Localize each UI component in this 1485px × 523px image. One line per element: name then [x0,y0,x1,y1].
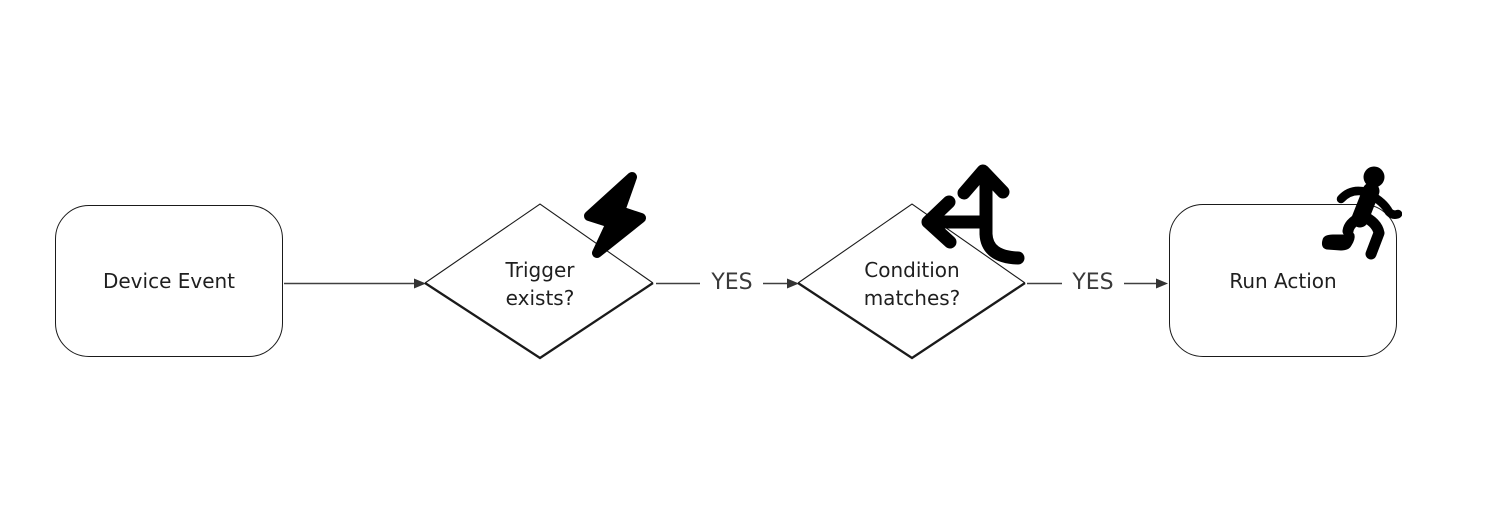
running-person-icon [1321,166,1402,260]
node-run-action: Run Action [1169,204,1397,357]
diamond-label-trigger-exists: Trigger exists? [505,258,575,310]
diamond-trigger-exists [424,203,654,360]
diamond-condition-matches [797,203,1026,360]
diamond-label-condition-matches: Condition matches? [863,258,961,310]
node-label: Run Action [1229,268,1337,293]
edge-condition-to-run [1027,278,1168,289]
arrowhead-icon [1156,278,1168,289]
edge-label-yes-1: YES [711,270,753,295]
arrowhead-icon [414,278,426,289]
directions-fork-icon [921,164,1025,265]
edge-device-to-trigger [284,278,426,289]
arrowhead-icon [787,278,799,289]
edge-trigger-to-condition [656,278,799,289]
node-device-event: Device Event [55,205,283,357]
lightning-bolt-icon [584,172,646,258]
edge-label-yes-2: YES [1072,270,1114,295]
node-label: Device Event [102,269,236,293]
